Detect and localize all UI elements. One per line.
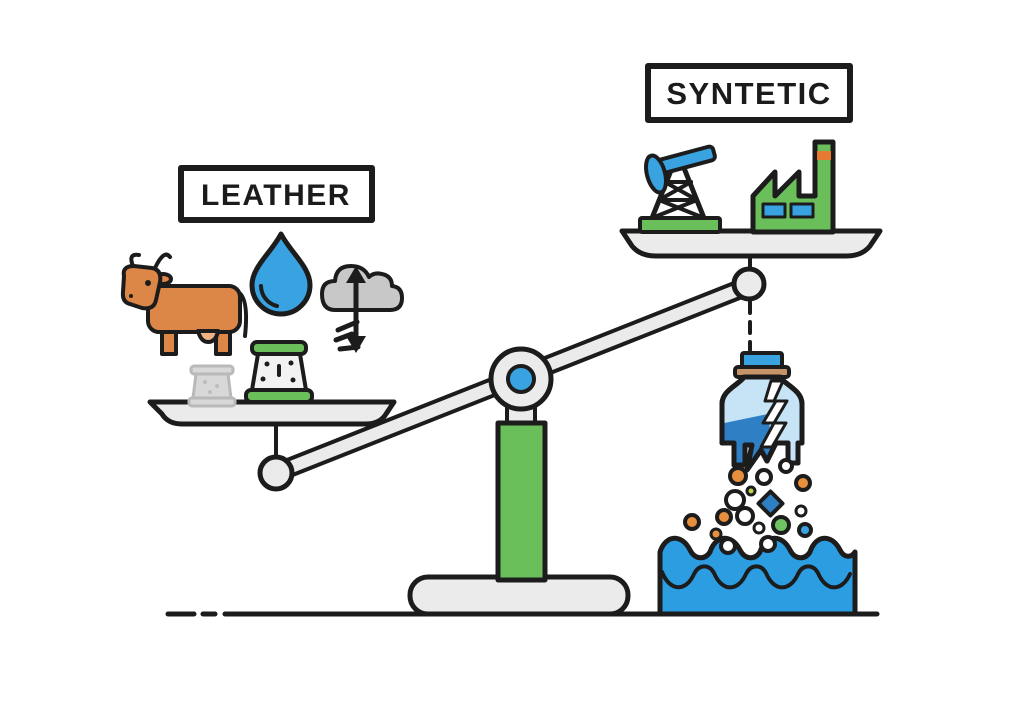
water-tank <box>657 535 858 617</box>
cow-icon <box>120 252 249 356</box>
cow-horn-right <box>153 252 172 270</box>
water-drop-icon <box>249 231 313 317</box>
microplastic-particle <box>728 466 748 486</box>
pump-base <box>638 216 722 234</box>
microplastic-particle <box>745 485 757 497</box>
bottle-cap <box>740 351 784 369</box>
microplastic-particle <box>719 537 737 555</box>
cow-eye <box>145 280 151 286</box>
factory-icon <box>750 139 836 235</box>
tanning-drum-icon <box>244 340 314 404</box>
pivot-hub <box>506 364 536 394</box>
drum-dot <box>264 361 270 367</box>
microplastic-particle <box>756 489 785 518</box>
drum-dot <box>290 377 296 383</box>
motion-slash <box>337 344 361 352</box>
microplastic-particle <box>794 474 812 492</box>
microplastic-particle <box>715 508 733 526</box>
synthetic-label-box <box>645 63 853 123</box>
spool-dot <box>215 384 219 388</box>
drum-dot <box>260 376 266 382</box>
oil-pump-icon <box>638 144 722 234</box>
bottle-crack <box>759 379 789 449</box>
tower-brace <box>650 198 699 220</box>
cow-nostril <box>129 294 133 298</box>
factory-window <box>789 202 815 219</box>
balance-beam-assembly <box>147 228 883 492</box>
water-surface <box>657 535 858 617</box>
beam-end-left <box>257 454 295 492</box>
microplastic-particle <box>724 489 746 511</box>
drum-bottom-band <box>244 388 314 404</box>
leather-label-text: LEATHER <box>201 179 351 212</box>
drop-shape <box>249 231 313 317</box>
pedestal-column <box>495 420 548 583</box>
microplastic-particle <box>771 515 791 535</box>
bottle-body-outline <box>719 374 805 473</box>
right-pan <box>619 228 883 259</box>
motion-slash <box>333 331 355 343</box>
climate-cloud-icon <box>320 264 404 353</box>
pump-counterweight <box>644 153 668 195</box>
microplastic-particle <box>752 521 766 535</box>
microplastic-particle <box>797 522 813 538</box>
drum-dot <box>288 360 294 366</box>
spool-dot <box>208 390 212 394</box>
microplastics-particles <box>683 458 813 555</box>
cow-head <box>120 264 163 311</box>
arrow-head-down <box>346 336 366 353</box>
plastic-bottle-icon <box>719 351 805 473</box>
drum-top-band <box>250 340 308 356</box>
scale-pedestal <box>407 401 631 617</box>
chimney-stripe <box>817 151 831 160</box>
microplastic-particle <box>794 504 808 518</box>
inner-wave-line <box>660 564 852 590</box>
microplastic-particle <box>778 458 794 474</box>
cloud-shape <box>320 264 404 312</box>
spool-bottom <box>187 396 237 408</box>
spool-body <box>191 372 233 400</box>
microplastic-particle <box>755 468 773 486</box>
tower-brace <box>657 180 693 202</box>
spool-dot <box>203 380 207 384</box>
motion-slash <box>335 319 360 333</box>
cow-body <box>146 284 242 334</box>
cow-udder <box>196 329 220 344</box>
factory-window <box>761 202 787 219</box>
synthetic-label-text: SYNTETIC <box>666 76 831 111</box>
leather-label: LEATHER <box>178 165 375 223</box>
tower-brace <box>663 180 699 202</box>
arrow-head-up <box>346 266 366 283</box>
tower-brace <box>657 198 706 220</box>
microplastic-particle <box>709 527 723 541</box>
beam-end-right <box>731 266 767 302</box>
drop-highlight <box>259 284 279 308</box>
microplastic-particle <box>735 506 755 526</box>
left-pan <box>147 399 397 427</box>
leather-label-box <box>178 165 375 223</box>
synthetic-label: SYNTETIC <box>645 63 853 123</box>
microplastic-particle <box>759 535 777 553</box>
thread-spool-icon <box>187 364 237 408</box>
microplastic-particle <box>683 513 701 531</box>
drum-slot <box>277 364 281 377</box>
pedestal-base <box>407 574 631 617</box>
